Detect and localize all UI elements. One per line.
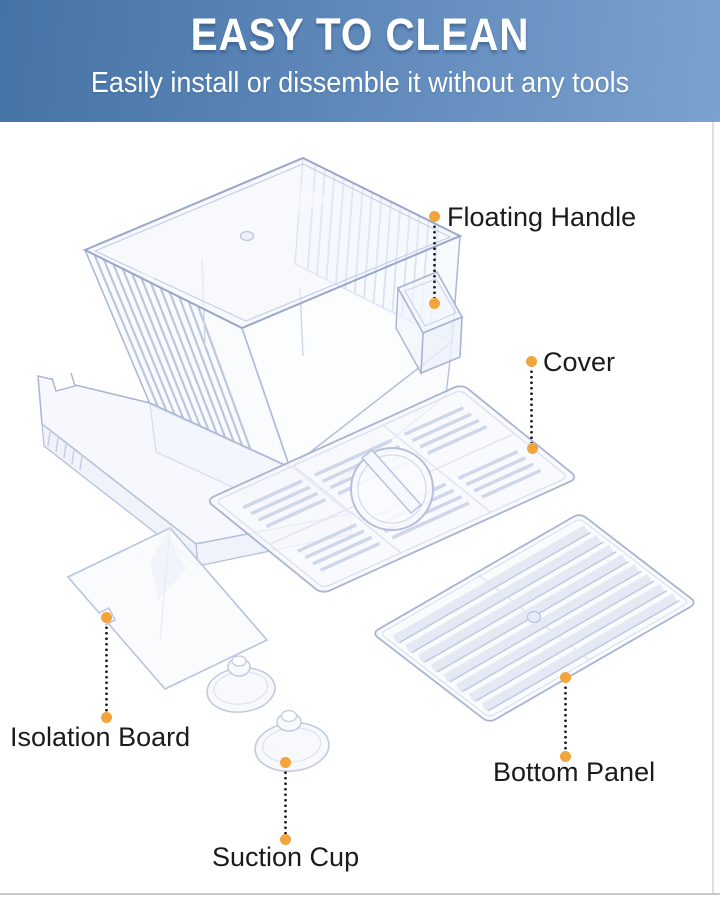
- suction-cup-leader-line: [284, 770, 287, 834]
- suction-cup-part-dot: [280, 757, 291, 768]
- cover-art: [206, 384, 578, 594]
- floating-handle-label-dot: [429, 211, 440, 222]
- floating-handle-leader-line: [433, 224, 436, 298]
- isolation-board-label: Isolation Board: [10, 722, 191, 752]
- isolation-board-label-dot: [101, 712, 112, 723]
- header-banner: EASY TO CLEAN Easily install or dissembl…: [0, 0, 720, 122]
- cover-label-dot: [526, 356, 537, 367]
- isolation-board-leader-line: [105, 625, 108, 712]
- bottom-panel-label-dot: [560, 751, 571, 762]
- suction-cup-label-dot: [280, 834, 291, 845]
- page-right-border: [712, 122, 714, 893]
- cover-leader-line: [530, 369, 533, 443]
- cover-part-dot: [527, 443, 538, 454]
- page-title: EASY TO CLEAN: [190, 9, 530, 60]
- page-bottom-border: [0, 893, 720, 895]
- bottom-panel-label: Bottom Panel: [493, 757, 656, 787]
- isolation-board-part-dot: [101, 612, 112, 623]
- bottom-panel-part-dot: [560, 672, 571, 683]
- suction-cups-art: [206, 655, 330, 772]
- floating-handle-label: Floating Handle: [447, 202, 637, 232]
- cover-label: Cover: [543, 347, 616, 377]
- bottom-panel-art: [372, 513, 697, 723]
- page-subtitle: Easily install or dissemble it without a…: [90, 67, 630, 99]
- bottom-panel-leader-line: [564, 685, 567, 751]
- floating-handle-part-dot: [429, 298, 440, 309]
- suction-cup-label: Suction Cup: [212, 842, 360, 872]
